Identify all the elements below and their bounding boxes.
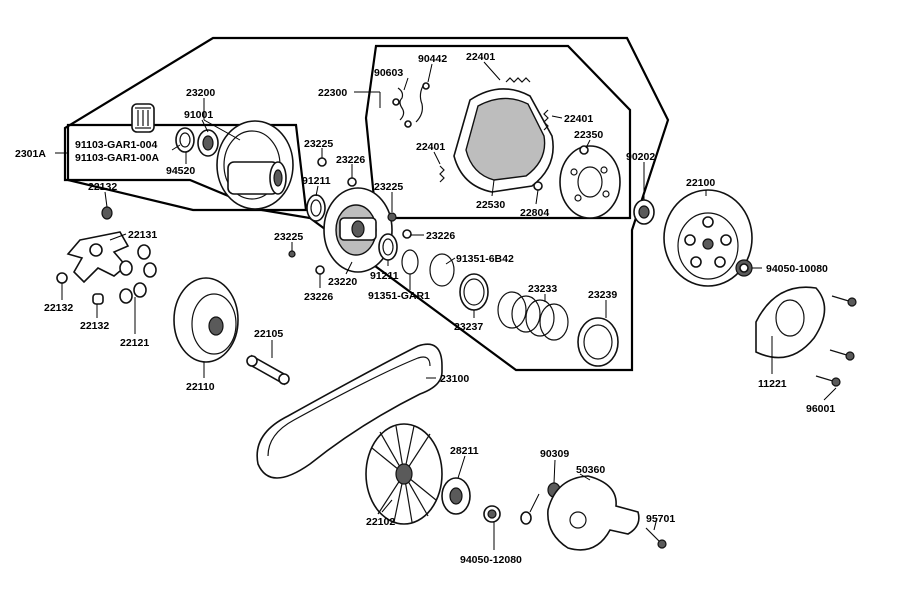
- oil-seal: [175, 127, 195, 153]
- label-91103-gar1-004: 91103-GAR1-004: [75, 139, 157, 151]
- clutch-assembly-outline: [63, 36, 670, 372]
- nut-94050-12080: [483, 505, 501, 523]
- clutch-spring-c: [439, 165, 445, 183]
- label-94050-10080: 94050-10080: [766, 263, 828, 275]
- label-96001: 96001: [806, 403, 835, 415]
- label-22132-top: 22132: [88, 181, 117, 193]
- springs-90603: [392, 87, 412, 128]
- label-23225-b: 23225: [374, 181, 403, 193]
- label-91211-b: 91211: [370, 270, 399, 282]
- label-22300: 22300: [318, 87, 347, 99]
- oil-seal-91211-b: [378, 233, 398, 261]
- ramp-plate-22131: [66, 231, 130, 284]
- label-23239: 23239: [588, 289, 617, 301]
- bolt-95701: [645, 527, 667, 549]
- leader-lines: [55, 61, 837, 550]
- label-22530: 22530: [476, 199, 505, 211]
- label-11221: 11221: [758, 378, 787, 390]
- slider-22132-c: [92, 293, 104, 305]
- clutch-outer-22100: [663, 189, 753, 287]
- roller-23226-a: [347, 177, 357, 187]
- roller-23226-c: [315, 265, 325, 275]
- springs-90442: [415, 82, 430, 123]
- label-23100: 23100: [440, 373, 469, 385]
- slider-22132-a: [101, 206, 113, 220]
- starter-ratchet-28211: [441, 477, 471, 515]
- label-91211-a: 91211: [302, 175, 331, 187]
- nut-90202: [633, 199, 655, 225]
- label-22121: 22121: [120, 337, 149, 349]
- roller-23226-b: [402, 229, 412, 239]
- label-2301a: 2301A: [15, 148, 46, 160]
- label-22131: 22131: [128, 229, 157, 241]
- kick-starter-plate-50360: [547, 475, 640, 551]
- drive-fan-22102: [365, 423, 443, 525]
- guide-pin-23225-c: [288, 250, 296, 258]
- label-91103-gar1-00a: 91103-GAR1-00A: [75, 152, 159, 164]
- nut-94050-10080: [735, 259, 753, 277]
- needle-bearing: [131, 103, 155, 133]
- driven-face: [216, 120, 294, 210]
- label-94520: 94520: [166, 165, 195, 177]
- label-23226-b: 23226: [426, 230, 455, 242]
- ball-bearing: [197, 129, 219, 157]
- o-ring-91351-gar1: [401, 249, 419, 275]
- collar-22105: [246, 354, 290, 386]
- label-91001: 91001: [184, 109, 213, 121]
- label-90603: 90603: [374, 67, 403, 79]
- drive-belt-23100: [256, 343, 443, 479]
- label-22132-left: 22132: [44, 302, 73, 314]
- label-22110: 22110: [186, 381, 215, 393]
- label-22401-right: 22401: [564, 113, 593, 125]
- label-94050-12080: 94050-12080: [460, 554, 522, 566]
- label-23225-a: 23225: [304, 138, 333, 150]
- clutch-spring-a: [505, 77, 531, 83]
- label-22804: 22804: [520, 207, 549, 219]
- label-23226-a: 23226: [336, 154, 365, 166]
- label-90202: 90202: [626, 151, 655, 163]
- label-50360: 50360: [576, 464, 605, 476]
- guide-pin-23225-b: [387, 212, 397, 222]
- label-23200: 23200: [186, 87, 215, 99]
- label-22401-top: 22401: [466, 51, 495, 63]
- label-91351-6b42: 91351-6B42: [456, 253, 514, 265]
- movable-driven-face: [323, 187, 393, 273]
- label-23237: 23237: [454, 321, 483, 333]
- drive-face-22110: [173, 277, 239, 363]
- clutch-plate-22350: [559, 145, 621, 219]
- label-28211: 28211: [450, 445, 479, 457]
- label-22401-left: 22401: [416, 141, 445, 153]
- label-22102: 22102: [366, 516, 395, 528]
- seal-collar-23237: [459, 273, 489, 311]
- weight-rollers-22121: [119, 244, 157, 304]
- label-23233: 23233: [528, 283, 557, 295]
- pin-22804: [533, 181, 543, 191]
- guide-pin-23225-a: [317, 157, 327, 167]
- driven-face-spring: [497, 291, 569, 341]
- clutch-spring-b: [543, 109, 549, 131]
- label-95701: 95701: [646, 513, 675, 525]
- spring-seat-23239: [577, 317, 619, 367]
- bolts-96001: [815, 295, 857, 387]
- label-90442: 90442: [418, 53, 447, 65]
- o-ring-91351-6b42: [429, 253, 455, 287]
- label-23220: 23220: [328, 276, 357, 288]
- label-91351-gar1: 91351-GAR1: [368, 290, 430, 302]
- label-22350: 22350: [574, 129, 603, 141]
- label-22100: 22100: [686, 177, 715, 189]
- label-23225-c: 23225: [274, 231, 303, 243]
- slider-22132-b: [56, 272, 68, 284]
- part-labels: 23200 91001 91103-GAR1-004 91103-GAR1-00…: [15, 51, 835, 566]
- oil-seal-91211-a: [306, 194, 326, 222]
- label-23226-c: 23226: [304, 291, 333, 303]
- label-90309: 90309: [540, 448, 569, 460]
- label-22132-bottom: 22132: [80, 320, 109, 332]
- cover-11221: [755, 286, 826, 359]
- clutch-shoe: [453, 88, 554, 193]
- label-22105: 22105: [254, 328, 283, 340]
